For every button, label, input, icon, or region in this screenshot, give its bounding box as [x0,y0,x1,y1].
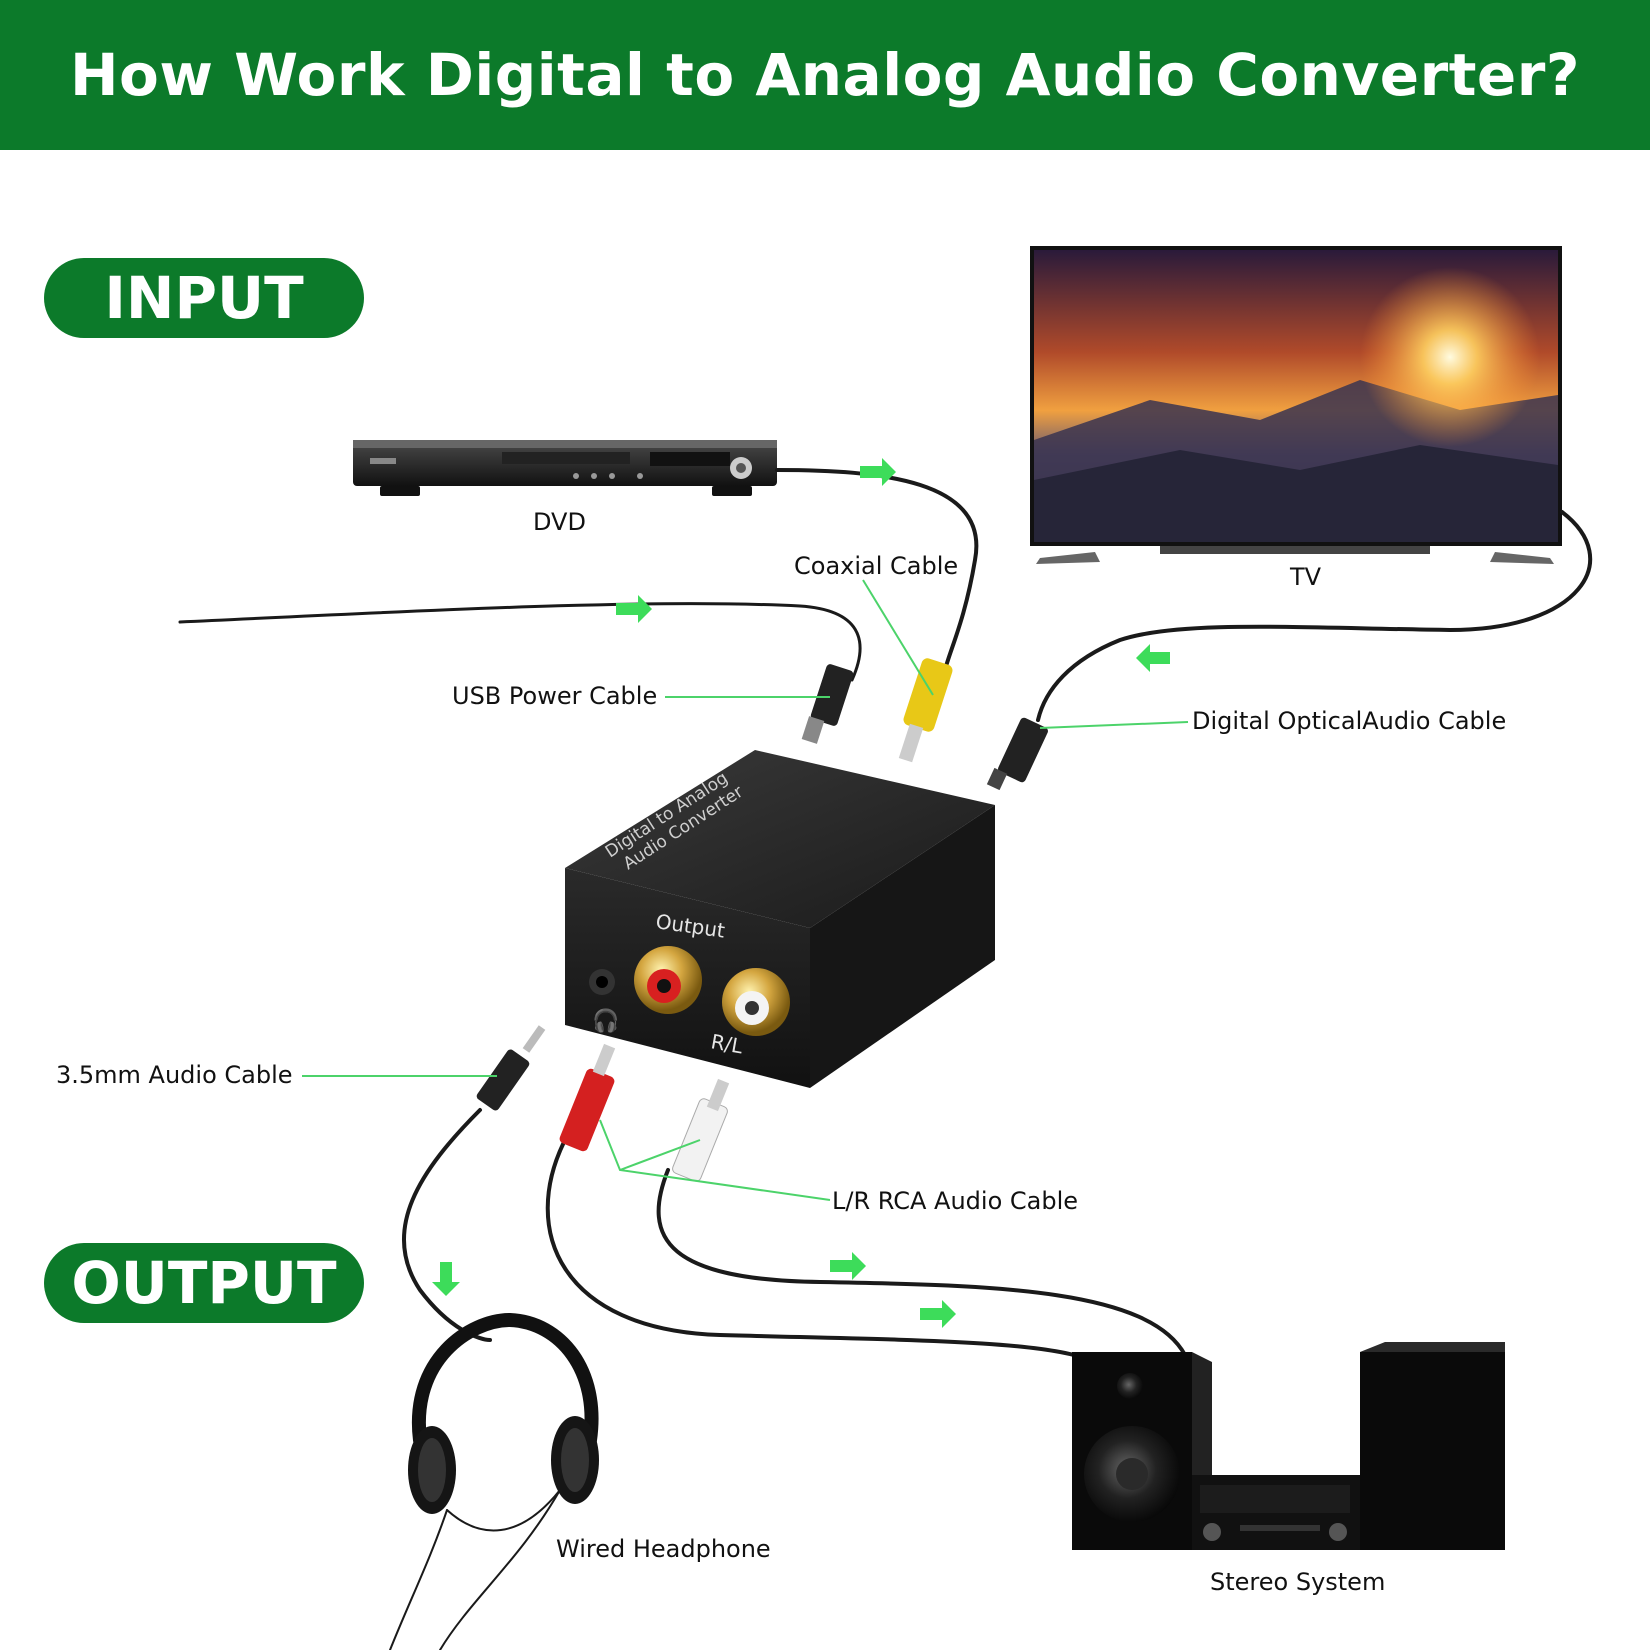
audio-35mm-cable-label: 3.5mm Audio Cable [56,1061,293,1089]
coaxial-cable-label: Coaxial Cable [794,552,959,580]
connectors [476,658,1048,1182]
headphone-jack-icon: 🎧 [592,1008,619,1034]
stereo-label: Stereo System [1210,1568,1386,1596]
output-section-pill: OUTPUT [44,1243,364,1323]
tv-label: TV [1290,563,1322,591]
arrow-right-icon [860,458,896,486]
arrow-down-icon [432,1262,460,1296]
leader-lines [302,579,1189,1201]
rca-cable-label: L/R RCA Audio Cable [832,1187,1079,1215]
dvd-label: DVD [533,508,586,536]
cables [178,468,1592,1650]
converter-box: 🎧 [565,750,995,1088]
dvd-illustration [353,440,777,496]
flow-arrows [432,458,1170,1328]
header-banner: How Work Digital to Analog Audio Convert… [0,0,1650,150]
optical-cable-label: Digital OpticalAudio Cable [1192,707,1507,735]
arrow-right-icon [830,1252,866,1280]
arrow-right-icon [616,595,652,623]
arrow-right-icon [920,1300,956,1328]
stereo-illustration [1072,1342,1505,1550]
input-section-pill: INPUT [44,258,364,338]
headphone-illustration [408,1312,599,1514]
headphone-label: Wired Headphone [556,1535,771,1563]
page-title: How Work Digital to Analog Audio Convert… [69,41,1581,109]
converter-rl-label: R/L [709,1029,745,1058]
tv-illustration [1030,246,1562,564]
arrow-left-icon [1136,644,1170,672]
usb-power-cable-label: USB Power Cable [452,682,658,710]
